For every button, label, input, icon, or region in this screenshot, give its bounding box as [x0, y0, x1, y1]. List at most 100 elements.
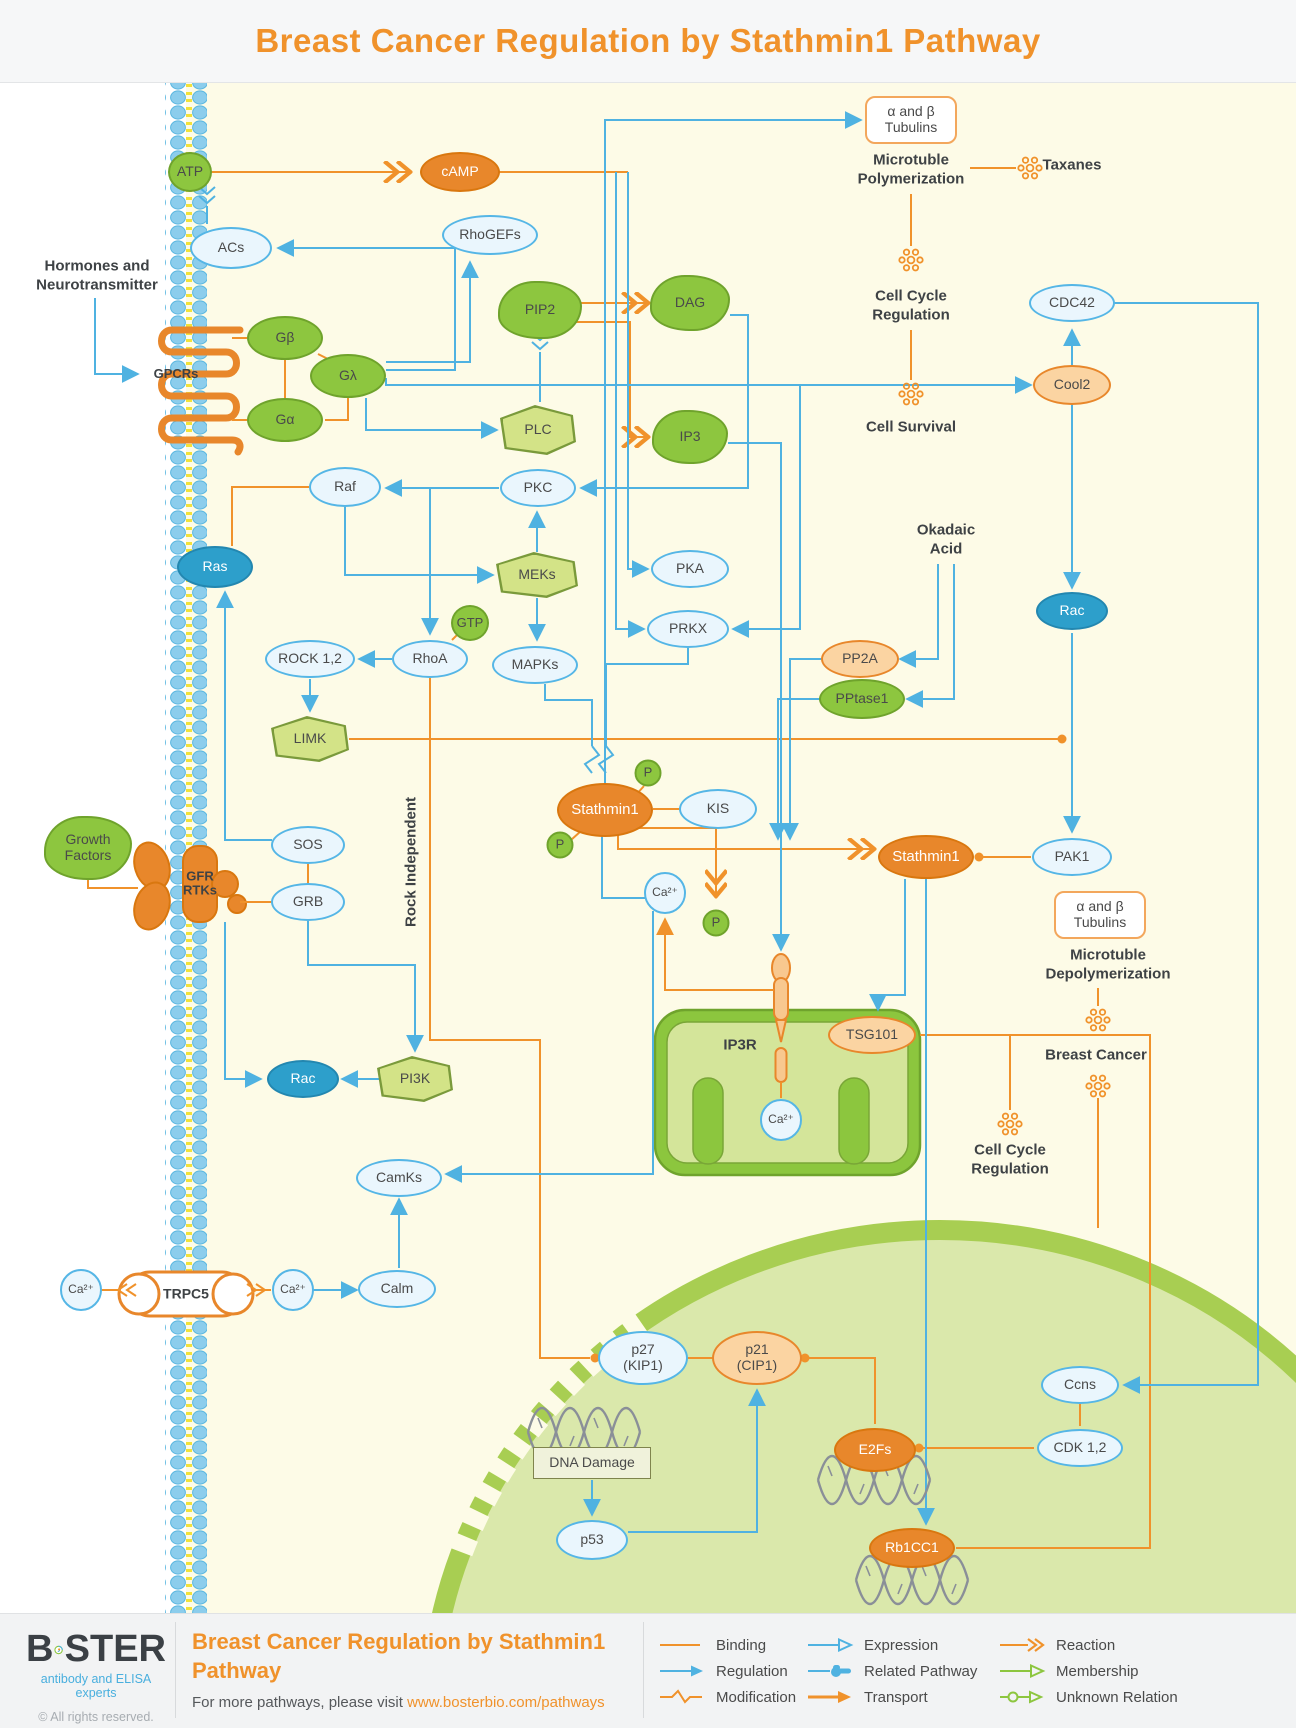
label-taxanes: Taxanes	[1042, 156, 1102, 174]
node-plc[interactable]: PLC	[500, 405, 576, 455]
node-rhoa[interactable]: RhoA	[392, 640, 468, 678]
node-grb[interactable]: GRB	[271, 883, 345, 921]
node-gbeta[interactable]: Gβ	[247, 316, 323, 360]
node-rb1cc1[interactable]: Rb1CC1	[869, 1528, 955, 1568]
node-tubulins-top[interactable]: α and β Tubulins	[865, 96, 957, 144]
label-gpcrs: GPCRs	[153, 365, 199, 381]
legend-membership: Membership	[998, 1663, 1186, 1680]
label-ip3r: IP3R	[723, 1036, 757, 1054]
node-sos[interactable]: SOS	[271, 826, 345, 864]
label-microtubule-depolymerization: Microtuble Depolymerization	[1045, 946, 1171, 982]
label-rock-independent: Rock Independent	[402, 796, 420, 928]
node-growth-factors[interactable]: Growth Factors	[44, 816, 132, 880]
logo-text-b: B	[26, 1628, 54, 1670]
gfr-rtk-receptor[interactable]	[128, 838, 247, 934]
node-camks[interactable]: CamKs	[356, 1159, 442, 1197]
node-pp2a[interactable]: PP2A	[821, 640, 899, 678]
trpc5-channel[interactable]	[117, 1270, 255, 1318]
edges-blue	[94, 111, 1259, 1533]
node-cdk12[interactable]: CDK 1,2	[1037, 1429, 1123, 1467]
node-ca2-extracellular[interactable]: Ca²⁺	[60, 1269, 102, 1311]
node-prkx[interactable]: PRKX	[647, 610, 729, 648]
node-raf[interactable]: Raf	[309, 467, 381, 507]
legend: Binding Expression Reaction Regulation R…	[658, 1632, 1186, 1710]
logo-text-ster: STER	[64, 1628, 166, 1670]
node-pkc[interactable]: PKC	[500, 469, 576, 507]
node-dna-damage[interactable]: DNA Damage	[533, 1447, 651, 1479]
footer-visit: For more pathways, please visit www.bost…	[192, 1694, 605, 1711]
label-hormones: Hormones and Neurotransmitter	[36, 257, 158, 293]
node-ca2-intracellular[interactable]: Ca²⁺	[272, 1269, 314, 1311]
header-bar: Breast Cancer Regulation by Stathmin1 Pa…	[0, 0, 1296, 83]
node-camp[interactable]: cAMP	[420, 152, 500, 192]
node-tubulins-right[interactable]: α and β Tubulins	[1054, 891, 1146, 939]
label-breast-cancer: Breast Cancer	[1045, 1046, 1147, 1064]
node-ccns[interactable]: Ccns	[1041, 1366, 1119, 1404]
legend-modification: Modification	[658, 1689, 806, 1706]
gpcr-receptor[interactable]	[158, 326, 244, 456]
node-p-top[interactable]: P	[634, 759, 662, 787]
node-meks[interactable]: MEKs	[496, 552, 578, 598]
divider	[175, 1622, 176, 1718]
node-glambda[interactable]: Gλ	[310, 354, 386, 398]
node-p21[interactable]: p21 (CIP1)	[712, 1331, 802, 1385]
node-galpha[interactable]: Gα	[247, 398, 323, 442]
node-p-left[interactable]: P	[546, 831, 574, 859]
node-rac-right[interactable]: Rac	[1036, 592, 1108, 630]
legend-related-pathway: Related Pathway	[806, 1663, 998, 1680]
node-p27[interactable]: p27 (KIP1)	[598, 1331, 688, 1385]
label-cell-cycle-regulation-top: Cell Cycle Regulation	[872, 287, 950, 323]
node-pka[interactable]: PKA	[651, 550, 729, 588]
label-cell-survival: Cell Survival	[865, 418, 957, 436]
node-tsg101[interactable]: TSG101	[828, 1016, 916, 1054]
node-rac-left[interactable]: Rac	[267, 1060, 339, 1098]
node-pak1[interactable]: PAK1	[1032, 838, 1112, 876]
ip3r-channel[interactable]	[771, 953, 791, 1083]
node-calm[interactable]: Calm	[358, 1270, 436, 1308]
node-pip2[interactable]: PIP2	[498, 281, 582, 339]
node-ca2-er[interactable]: Ca²⁺	[760, 1099, 802, 1141]
node-gtp[interactable]: GTP	[451, 605, 489, 641]
node-ras[interactable]: Ras	[177, 546, 253, 588]
node-pptase1[interactable]: PPtase1	[819, 679, 905, 719]
footer-title: Breast Cancer Regulation by Stathmin1 Pa…	[192, 1629, 606, 1683]
page-title: Breast Cancer Regulation by Stathmin1 Pa…	[255, 22, 1041, 59]
node-rhogefs[interactable]: RhoGEFs	[442, 215, 538, 255]
node-ip3[interactable]: IP3	[652, 410, 728, 464]
node-stathmin1-center[interactable]: Stathmin1	[557, 783, 653, 837]
endoplasmic-reticulum	[653, 1008, 922, 1177]
node-dag[interactable]: DAG	[650, 275, 730, 331]
node-cdc42[interactable]: CDC42	[1029, 284, 1115, 322]
node-mapks[interactable]: MAPKs	[492, 646, 578, 684]
node-acs[interactable]: ACs	[190, 227, 272, 269]
node-rock12[interactable]: ROCK 1,2	[265, 640, 355, 678]
legend-unknown-relation: Unknown Relation	[998, 1689, 1186, 1706]
node-atp[interactable]: ATP	[168, 152, 212, 192]
edges-orange	[87, 168, 1151, 1549]
node-stathmin1-right[interactable]: Stathmin1	[878, 835, 974, 879]
binding-dots	[590, 734, 1067, 1453]
node-cool2[interactable]: Cool2	[1033, 365, 1111, 405]
node-limk[interactable]: LIMK	[271, 716, 349, 762]
divider	[643, 1622, 644, 1718]
label-trpc5: TRPC5	[163, 1285, 209, 1302]
node-p53[interactable]: p53	[556, 1520, 628, 1560]
visit-text: For more pathways, please visit	[192, 1694, 408, 1711]
node-p-released[interactable]: P	[702, 909, 730, 937]
legend-reaction: Reaction	[998, 1637, 1186, 1654]
label-cell-cycle-regulation-bottom: Cell Cycle Regulation	[971, 1141, 1049, 1177]
legend-transport: Transport	[806, 1689, 998, 1706]
copyright: © All rights reserved.	[38, 1710, 154, 1724]
boster-o-icon	[54, 1645, 64, 1654]
label-microtubule-polymerization: Microtuble Polymerization	[857, 151, 965, 187]
label-gfr-rtks: GFR RTKs	[183, 868, 217, 898]
node-kis[interactable]: KIS	[679, 789, 757, 829]
logo-tagline: antibody and ELISA experts	[40, 1672, 152, 1700]
node-e2fs[interactable]: E2Fs	[834, 1428, 916, 1472]
node-pi3k[interactable]: PI3K	[377, 1056, 453, 1102]
pathways-link[interactable]: www.bosterbio.com/pathways	[407, 1694, 605, 1711]
node-ca2-cytosol[interactable]: Ca²⁺	[644, 872, 686, 914]
